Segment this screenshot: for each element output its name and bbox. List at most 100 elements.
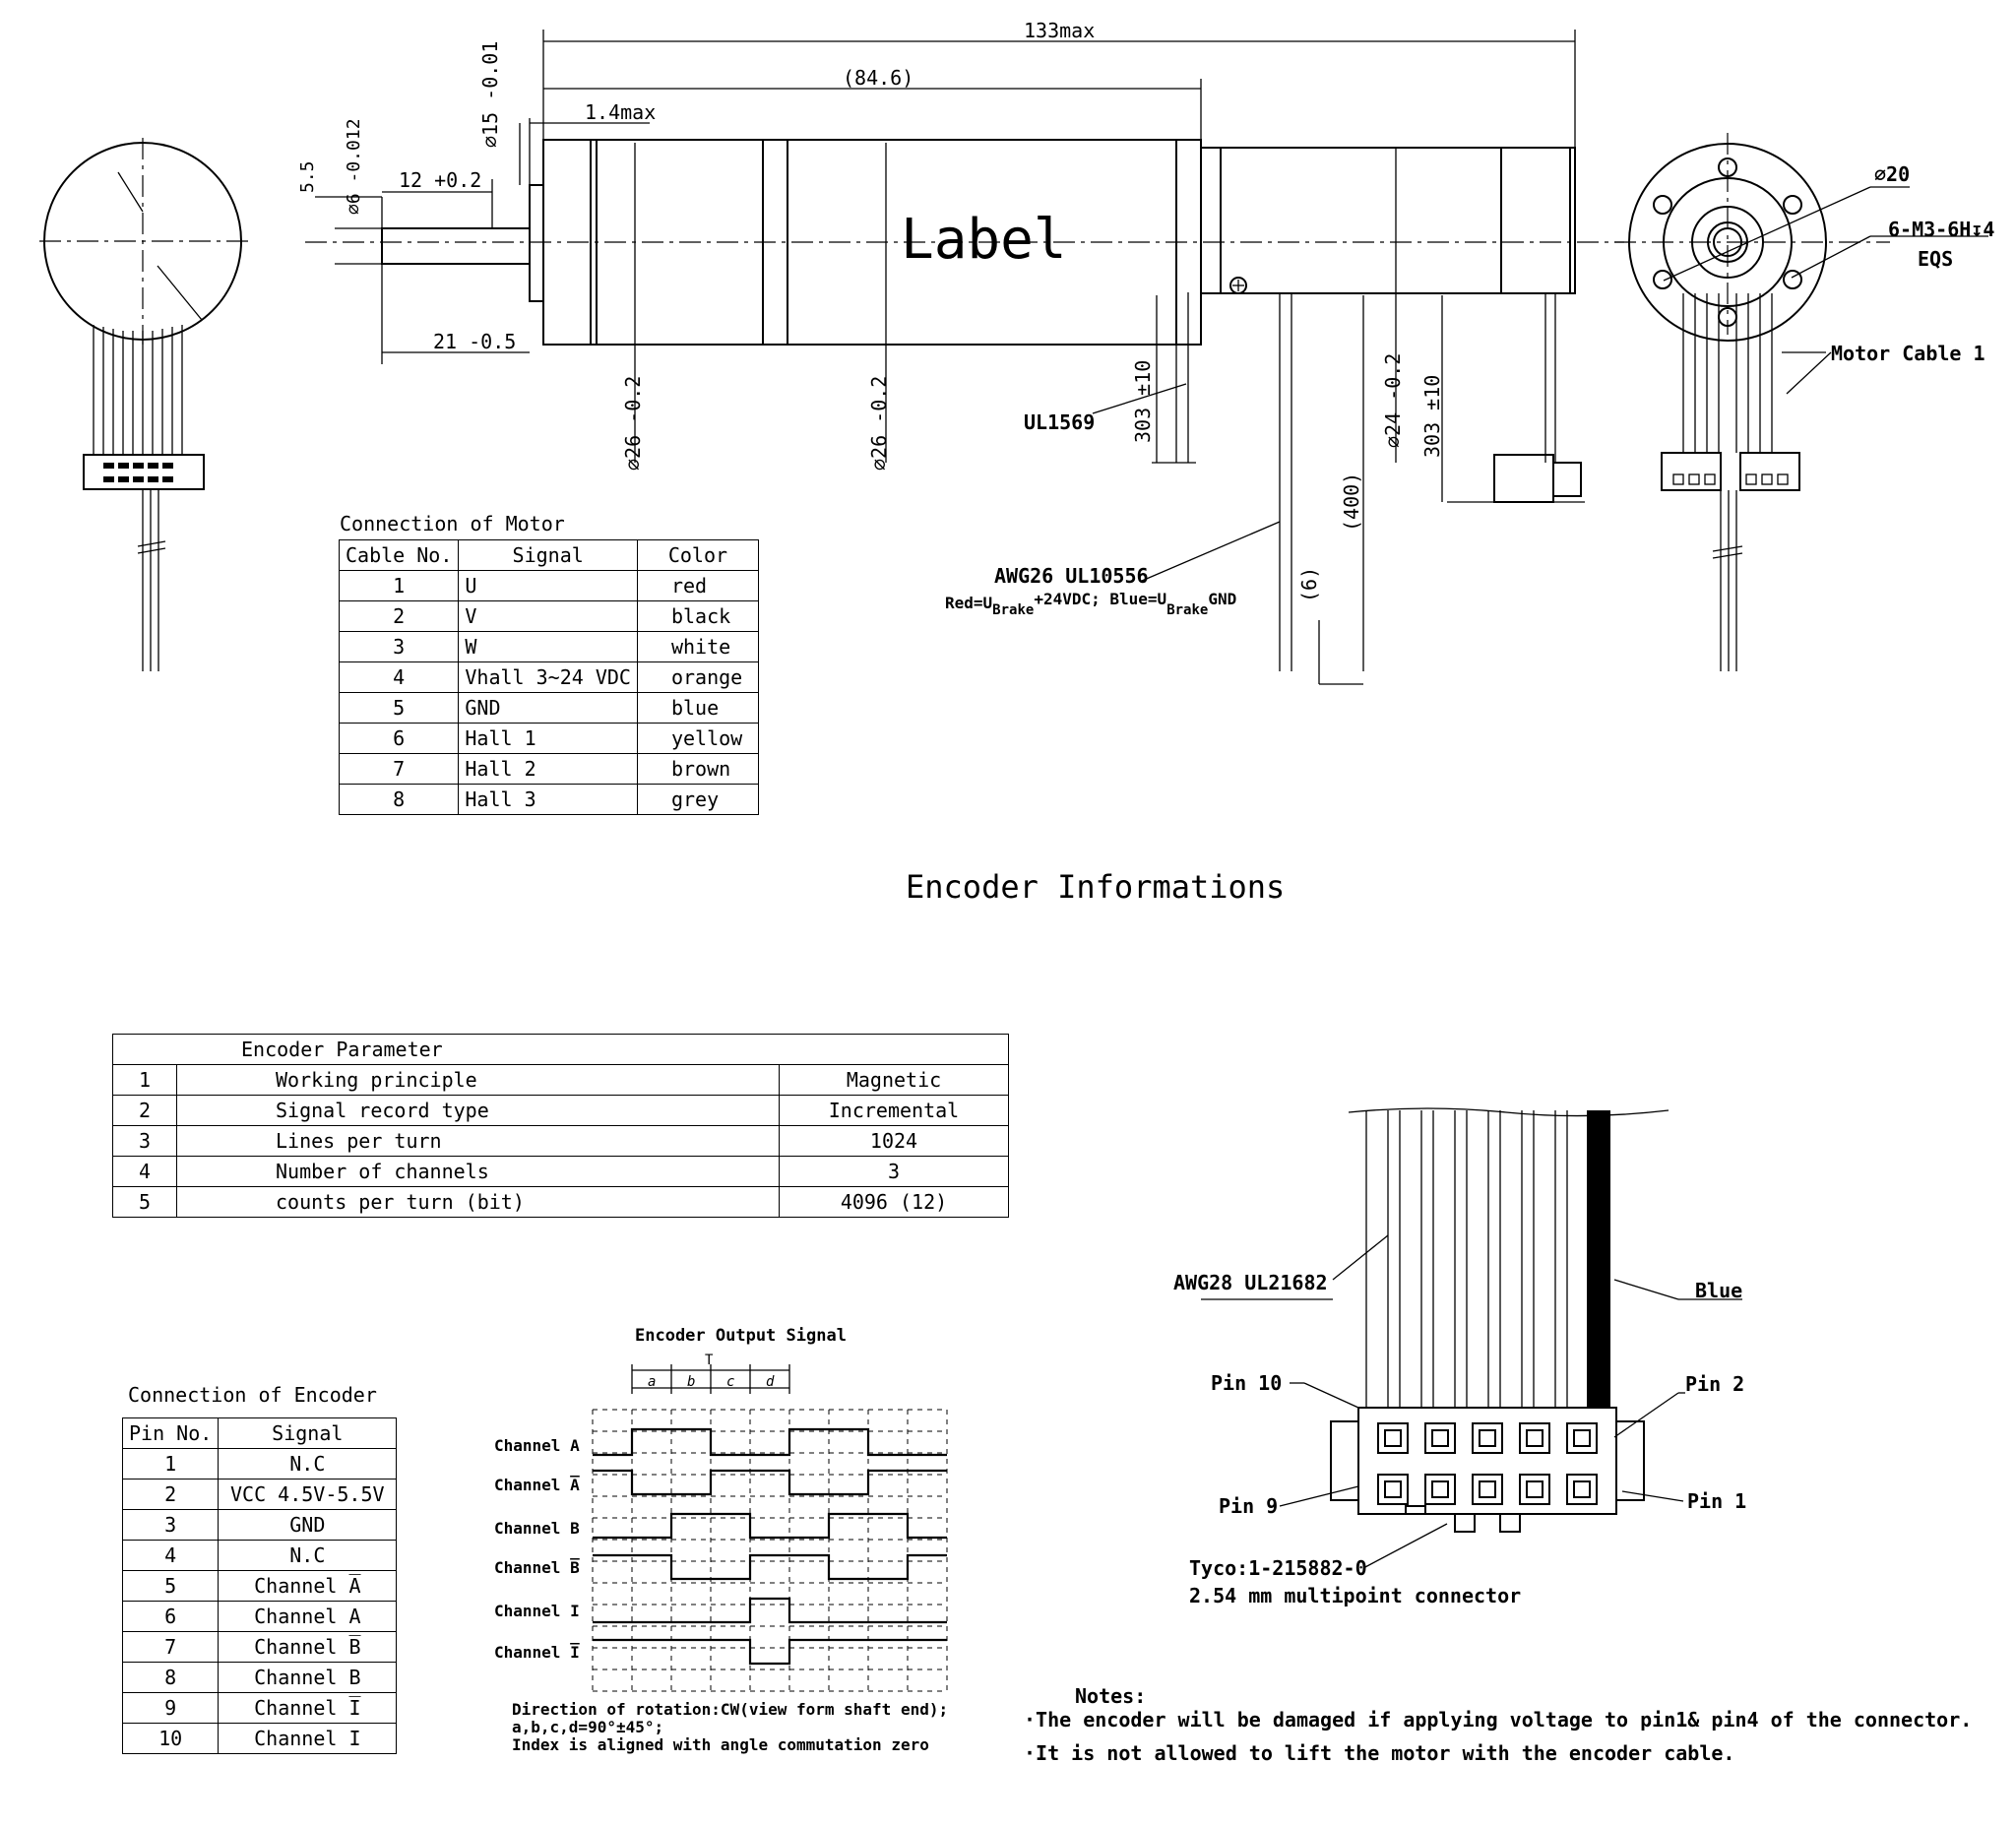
- motor-col-color: Color: [636, 539, 759, 571]
- connector-pin: [1566, 1422, 1598, 1454]
- connector-label: 2.54 mm multipoint connector: [1189, 1584, 1521, 1607]
- dim-shaft: ⌀6 -0.012: [344, 118, 364, 215]
- note-2: ·It is not allowed to lift the motor wit…: [1024, 1741, 1734, 1765]
- dim-84-6: (84.6): [843, 66, 914, 90]
- motor-cable-label: Motor Cable 1: [1831, 342, 1985, 365]
- channel-label-b: Channel B: [494, 1519, 580, 1538]
- motor-table-caption: Connection of Motor: [340, 512, 565, 535]
- dim-1-4: 1.4max: [585, 100, 656, 124]
- phase-c: c: [726, 1374, 734, 1390]
- dim-303b: 303 ±10: [1420, 375, 1444, 458]
- dim-20: ⌀20: [1874, 162, 1910, 186]
- connector-pin-inner: [1384, 1480, 1402, 1498]
- brake-note: Red=UBrake+24VDC; Blue=UBrakeGND: [945, 590, 1236, 618]
- connector-pin-inner: [1573, 1429, 1591, 1447]
- awg26-label: AWG26 UL10556: [994, 564, 1149, 588]
- blue-label: Blue: [1695, 1279, 1742, 1302]
- connector-pin: [1519, 1474, 1550, 1505]
- dim-pilot: ⌀15 -0.01: [478, 41, 502, 148]
- connector-pin: [1377, 1422, 1409, 1454]
- phase-b: b: [687, 1374, 695, 1390]
- connector-pin-inner: [1479, 1429, 1496, 1447]
- dim-303a: 303 ±10: [1131, 360, 1155, 443]
- pin9-label: Pin 9: [1219, 1494, 1278, 1518]
- thread-spec: 6-M3-6H↧4: [1888, 218, 1994, 241]
- encoder-connector: AWG28 UL21682 Blue Pin 10 Pin 2 Pin 9 Pi…: [1173, 1107, 1746, 1607]
- dim-133: 133max: [1024, 19, 1095, 42]
- tyco-label: Tyco:1-215882-0: [1189, 1556, 1367, 1580]
- motor-col-signal: Signal: [458, 539, 638, 571]
- awg28-label: AWG28 UL21682: [1173, 1271, 1328, 1294]
- dim-key: 12 +0.2: [399, 168, 481, 192]
- connector-pin-inner: [1431, 1429, 1449, 1447]
- connector-pin-inner: [1573, 1480, 1591, 1498]
- body-label: Label: [901, 208, 1067, 272]
- connector-pin: [1519, 1422, 1550, 1454]
- signal-note-2: a,b,c,d=90°±45°;: [512, 1718, 663, 1736]
- connector-pin-inner: [1384, 1429, 1402, 1447]
- connector-pin: [1472, 1474, 1503, 1505]
- phase-d: d: [766, 1374, 775, 1390]
- connector-pin: [1424, 1474, 1456, 1505]
- pin2-label: Pin 2: [1685, 1372, 1744, 1396]
- channel-label-b-bar: Channel B̅: [494, 1557, 580, 1577]
- encoder-param-caption: Encoder Parameter: [112, 1034, 1009, 1065]
- connector-pin: [1566, 1474, 1598, 1505]
- connector-pin-inner: [1526, 1480, 1544, 1498]
- dim-flat: 5.5: [297, 160, 318, 193]
- channel-label-a: Channel A: [494, 1436, 580, 1455]
- pin1-label: Pin 1: [1687, 1489, 1746, 1513]
- notes-title: Notes:: [1075, 1684, 1146, 1708]
- connector-pin: [1472, 1422, 1503, 1454]
- dim-21: 21 -0.5: [433, 330, 516, 353]
- enc-col-signal: Signal: [218, 1417, 398, 1449]
- note-1: ·The encoder will be damaged if applying…: [1024, 1708, 1972, 1732]
- connector-pin-inner: [1431, 1480, 1449, 1498]
- encoder-section-title: Encoder Informations: [906, 868, 1285, 906]
- motor-side-view: Label: [297, 19, 1832, 685]
- encoder-signal-diagram: Encoder Output Signal T a b c d Channel …: [494, 1326, 948, 1754]
- signal-period: T: [705, 1353, 714, 1368]
- dim-26b: ⌀26 -0.2: [867, 376, 891, 471]
- dim-24: ⌀24 -0.2: [1381, 353, 1405, 448]
- left-end-view: [39, 138, 251, 671]
- channel-label-i: Channel I: [494, 1602, 580, 1620]
- ul1569-label: UL1569: [1024, 410, 1095, 434]
- motor-col-cable: Cable No.: [338, 539, 460, 571]
- eqs-label: EQS: [1918, 247, 1953, 271]
- phase-a: a: [648, 1374, 656, 1390]
- signal-title: Encoder Output Signal: [635, 1326, 847, 1346]
- channel-label-a-bar: Channel A̅: [494, 1475, 580, 1494]
- dim-6: (6): [1297, 567, 1321, 602]
- connector-pin-inner: [1526, 1429, 1544, 1447]
- encoder-table-caption: Connection of Encoder: [128, 1383, 377, 1407]
- enc-col-pin: Pin No.: [121, 1417, 220, 1449]
- connector-pin: [1424, 1422, 1456, 1454]
- signal-note-3: Index is aligned with angle commutation …: [512, 1735, 929, 1754]
- channel-label-i-bar: Channel I̅: [494, 1642, 580, 1662]
